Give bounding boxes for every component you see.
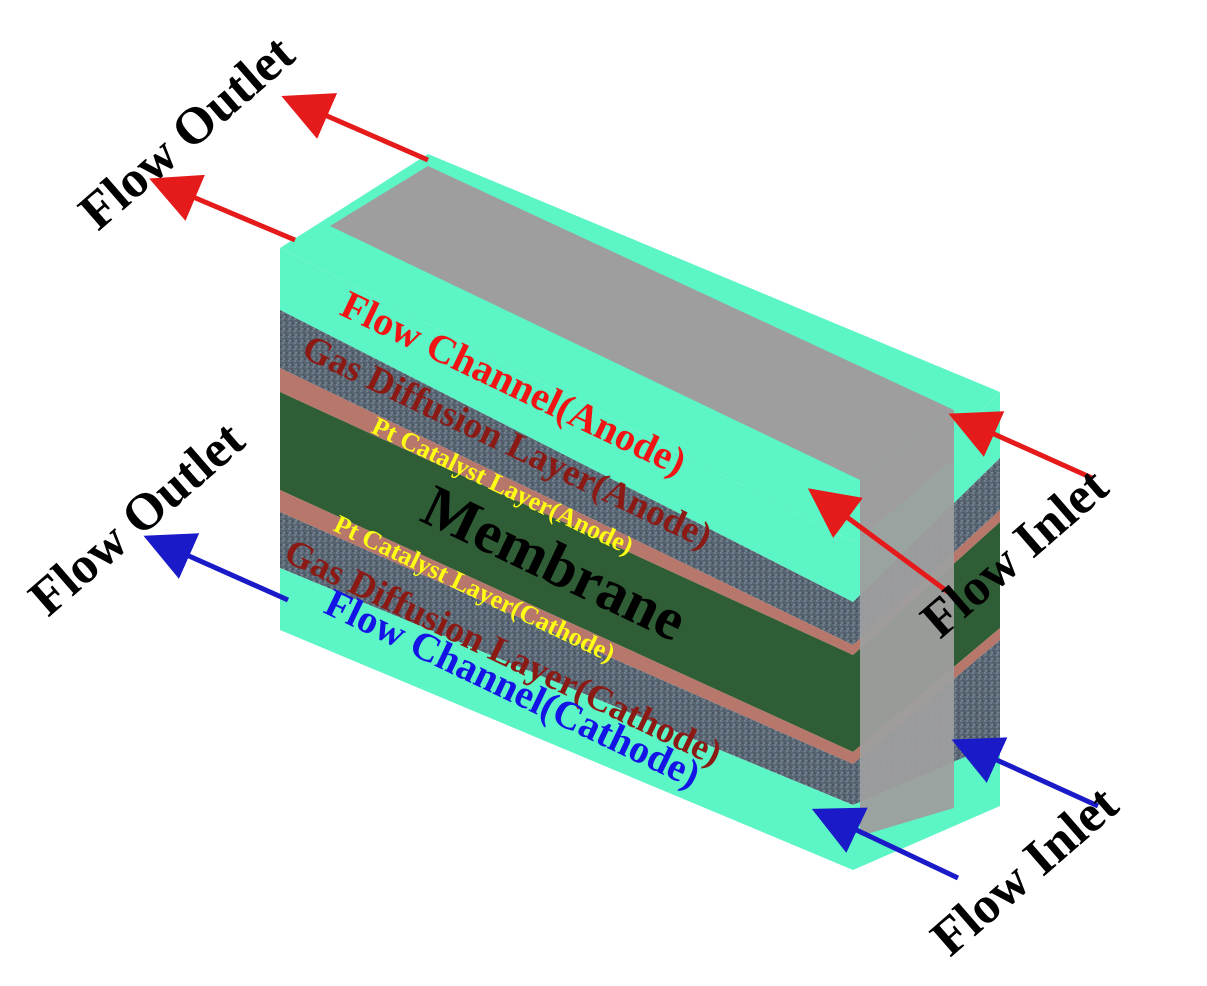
block-front-face (280, 248, 853, 870)
flow-arrows (143, 93, 1100, 881)
channel-top-gray (330, 166, 954, 480)
layer-membrane (280, 392, 853, 752)
label-outlet-cathode: Flow Outlet (18, 410, 255, 627)
anode-inlet-arrow-1 (948, 411, 1094, 481)
anode-outlet-arrow-1 (281, 93, 429, 163)
cathode-inlet-arrow-1 (951, 737, 1100, 809)
layer-gdl-anode (280, 310, 853, 645)
label-outlet-anode: Flow Outlet (68, 24, 305, 241)
cathode-outlet-arrow (143, 533, 290, 603)
layer-flow-channel-cathode (280, 568, 853, 870)
layer-flow-channel-anode (280, 248, 853, 602)
layer-catalyst-cathode (280, 490, 853, 764)
anode-inlet-arrow-2 (807, 488, 950, 595)
layer-gdl-cathode (280, 512, 853, 805)
cathode-inlet-arrow-2 (811, 807, 960, 881)
layer-catalyst-anode (280, 368, 853, 655)
anode-outlet-arrow-2 (149, 174, 296, 243)
